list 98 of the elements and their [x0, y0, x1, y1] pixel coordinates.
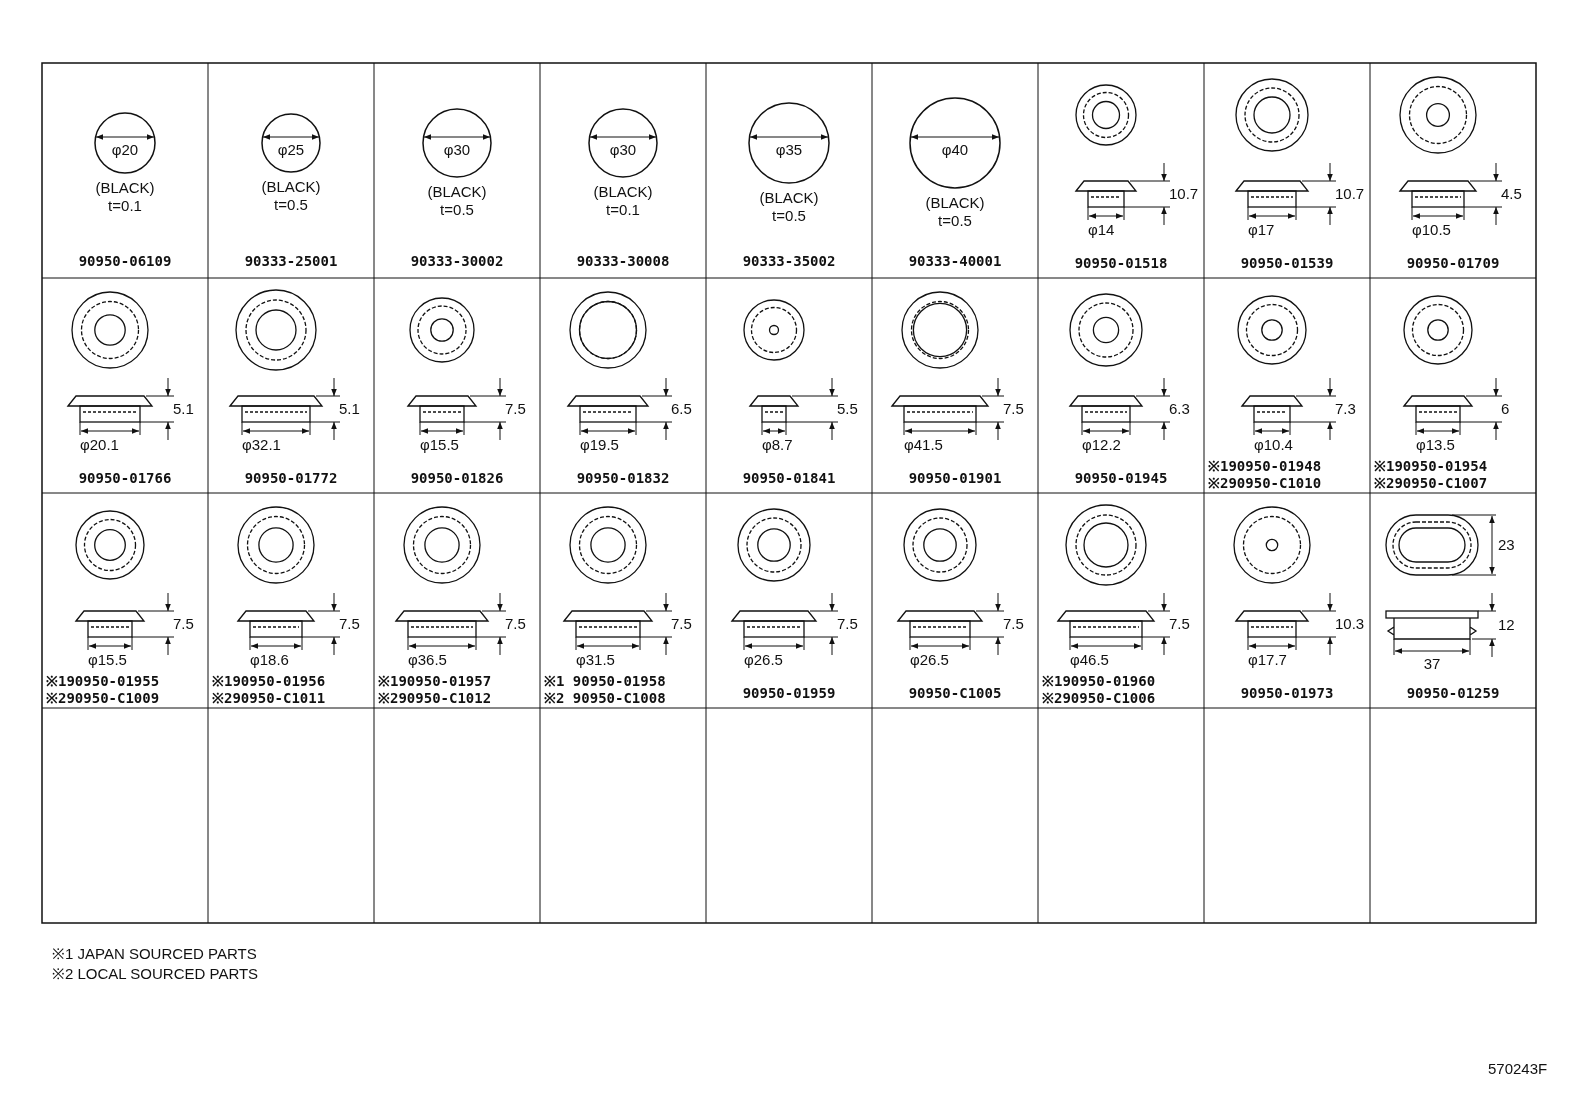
part-number: 90333-30002 [410, 253, 504, 270]
dimension-value: 7.5 [339, 615, 360, 632]
dimension-value: φ15.5 [420, 436, 459, 453]
thickness-note: t=0.5 [772, 207, 806, 224]
dimension-value: 6.5 [671, 400, 692, 417]
part-number: ※290950-C1010 [1208, 475, 1322, 492]
part-number: ※190950-01960 [1042, 673, 1156, 690]
dimension-value: φ18.6 [250, 651, 289, 668]
part-number: 90950-01945 [1074, 470, 1168, 487]
part-number: 90950-01901 [908, 470, 1002, 487]
dimension-value: φ14 [1088, 221, 1115, 238]
dimension-value: φ12.2 [1082, 436, 1121, 453]
dimension-value: φ15.5 [88, 651, 127, 668]
part-number: 90333-40001 [908, 253, 1002, 270]
dimension-value: φ19.5 [580, 436, 619, 453]
dimension-value: φ46.5 [1070, 651, 1109, 668]
dimension-value: 7.5 [837, 615, 858, 632]
color-note: (BLACK) [427, 183, 487, 200]
part-number: ※190950-01948 [1208, 458, 1322, 475]
thickness-note: t=0.5 [938, 212, 972, 229]
dimension-value: φ31.5 [576, 651, 615, 668]
dimension-value: 7.5 [1003, 615, 1024, 632]
dimension-value: φ30 [609, 141, 637, 158]
dimension-value: φ35 [775, 141, 803, 158]
part-number: ※190950-01956 [212, 673, 326, 690]
dimension-value: φ32.1 [242, 436, 281, 453]
part-number: 90950-01709 [1406, 255, 1500, 272]
part-number: 90950-01973 [1240, 685, 1334, 702]
dimension-value: 7.5 [505, 615, 526, 632]
part-number: 90950-01766 [78, 470, 172, 487]
dimension-value: 5.1 [173, 400, 194, 417]
drawing-number: 570243F [1488, 1060, 1548, 1077]
color-note: (BLACK) [261, 178, 321, 195]
part-number: 90950-01772 [244, 470, 338, 487]
thickness-note: t=0.5 [274, 196, 308, 213]
part-number: 90950-01841 [742, 470, 836, 487]
dimension-value: 10.3 [1335, 615, 1365, 632]
dimension-value: φ13.5 [1416, 436, 1455, 453]
footnote: ※1 JAPAN SOURCED PARTS [52, 945, 257, 962]
thickness-note: t=0.1 [108, 197, 142, 214]
dimension-value: φ10.4 [1254, 436, 1293, 453]
part-number: 90950-01832 [576, 470, 670, 487]
dimension-value: 7.5 [505, 400, 526, 417]
dimension-value: 7.5 [1169, 615, 1190, 632]
footnote: ※2 LOCAL SOURCED PARTS [52, 965, 259, 982]
dimension-value: φ26.5 [744, 651, 783, 668]
dimension-value: 7.5 [1003, 400, 1024, 417]
dimension-value: 4.5 [1501, 185, 1522, 202]
part-number: ※190950-01954 [1374, 458, 1488, 475]
dimension-value: 6.3 [1169, 400, 1190, 417]
part-number: ※1 90950-01958 [544, 673, 666, 690]
dimension-value: 5.5 [837, 400, 858, 417]
part-number: 90950-06109 [78, 253, 172, 270]
dimension-value: φ40 [941, 141, 969, 158]
color-note: (BLACK) [593, 183, 653, 200]
dimension-value: φ36.5 [408, 651, 447, 668]
dimension-value: φ20 [111, 141, 139, 158]
dimension-value: φ25 [277, 141, 305, 158]
part-number: ※290950-C1007 [1374, 475, 1488, 492]
part-number: 90950-01826 [410, 470, 504, 487]
dimension-value: φ30 [443, 141, 471, 158]
dimension-value: 6 [1501, 400, 1510, 417]
dimension-value: 10.7 [1335, 185, 1365, 202]
dimension-value: φ17 [1248, 221, 1275, 238]
part-number: 90950-01959 [742, 685, 836, 702]
thickness-note: t=0.5 [440, 201, 474, 218]
dimension-value: 5.1 [339, 400, 360, 417]
part-number: ※190950-01957 [378, 673, 492, 690]
part-number: 90950-01518 [1074, 255, 1168, 272]
part-number: ※290950-C1012 [378, 690, 492, 707]
part-number: 90333-30008 [576, 253, 670, 270]
part-number: ※290950-C1011 [212, 690, 326, 707]
color-note: (BLACK) [759, 189, 819, 206]
part-number: ※290950-C1009 [46, 690, 160, 707]
dimension-value: 10.7 [1169, 185, 1199, 202]
thickness-note: t=0.1 [606, 201, 640, 218]
part-number: 90950-01259 [1406, 685, 1500, 702]
part-number: 90950-C1005 [908, 685, 1002, 702]
dimension-value: 37 [1423, 655, 1441, 672]
color-note: (BLACK) [925, 194, 985, 211]
part-number: ※290950-C1006 [1042, 690, 1156, 707]
part-number: 90333-35002 [742, 253, 836, 270]
part-number: ※2 90950-C1008 [544, 690, 666, 707]
part-number: 90950-01539 [1240, 255, 1334, 272]
part-number: ※190950-01955 [46, 673, 160, 690]
dimension-value: 7.3 [1335, 400, 1356, 417]
dimension-value: 7.5 [671, 615, 692, 632]
dimension-value: φ26.5 [910, 651, 949, 668]
dimension-value: φ10.5 [1412, 221, 1451, 238]
dimension-value: 12 [1498, 616, 1515, 633]
dimension-value: φ20.1 [80, 436, 119, 453]
dimension-value: φ17.7 [1248, 651, 1287, 668]
dimension-value: φ41.5 [904, 436, 943, 453]
dimension-value: φ8.7 [762, 436, 793, 453]
color-note: (BLACK) [95, 179, 155, 196]
dimension-value: 7.5 [173, 615, 194, 632]
dimension-value: 23 [1498, 536, 1515, 553]
part-number: 90333-25001 [244, 253, 338, 270]
